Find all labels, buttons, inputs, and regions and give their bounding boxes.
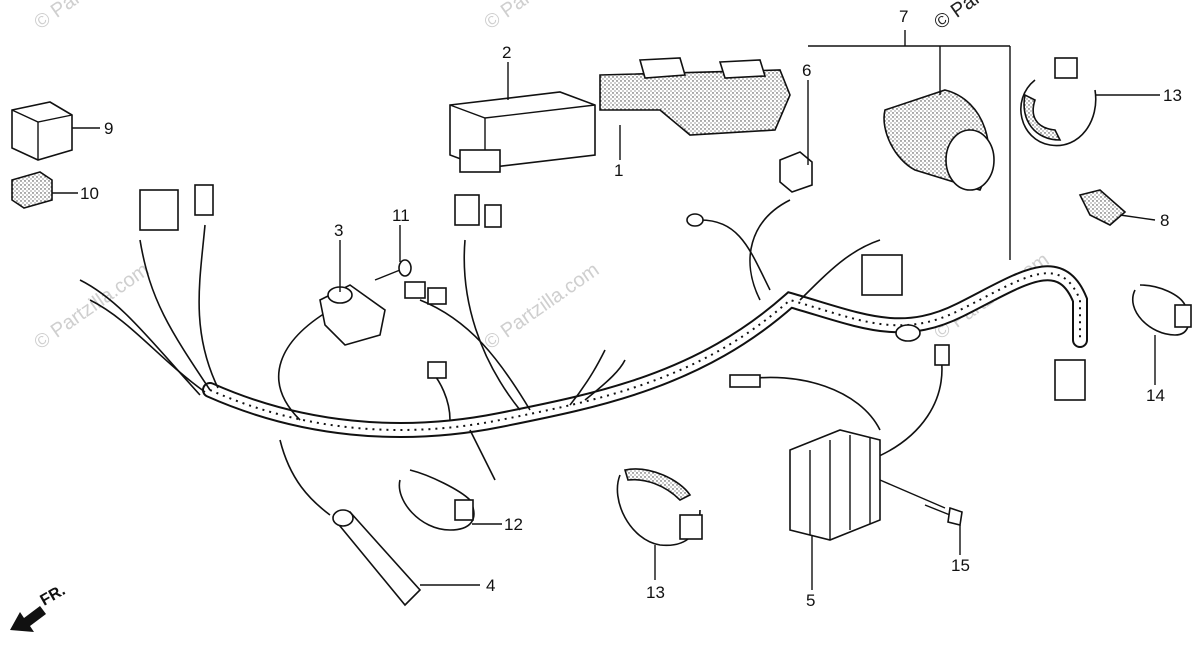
callout-14: 14 — [1146, 386, 1165, 405]
front-direction-label: FR. — [38, 582, 69, 610]
leader-lines — [52, 30, 1160, 590]
callout-7: 7 — [899, 7, 908, 26]
callout-3: 3 — [334, 221, 343, 240]
part-4-plug-cap — [332, 509, 422, 607]
callout-15: 15 — [951, 556, 970, 575]
main-harness — [79, 199, 1088, 516]
callout-5: 5 — [806, 591, 815, 610]
part-5-regulator — [789, 429, 881, 541]
front-arrow-icon — [10, 606, 46, 632]
watermark-text: © Partzilla.com — [30, 0, 153, 34]
watermark-text: © Partzilla.com — [30, 259, 153, 354]
part-13-clamp-upper — [1020, 57, 1097, 147]
callout-1: 1 — [614, 161, 623, 180]
callout-2: 2 — [502, 43, 511, 62]
part-6-relay — [779, 151, 813, 193]
part-11-screw — [374, 259, 412, 281]
callout-13-lower: 13 — [646, 583, 665, 602]
part-7-cover — [883, 89, 995, 191]
callout-13-upper: 13 — [1163, 86, 1182, 105]
callout-8: 8 — [1160, 211, 1169, 230]
callout-12: 12 — [504, 515, 523, 534]
connectors — [139, 184, 1086, 401]
callout-6: 6 — [802, 61, 811, 80]
callout-11: 11 — [392, 206, 410, 225]
part-13-clamp-lower — [616, 468, 703, 547]
callout-9: 9 — [104, 119, 113, 138]
callout-labels: 1 2 3 4 5 6 7 8 9 10 11 12 13 13 14 15 — [80, 7, 1182, 610]
part-2-cdi-unit — [449, 91, 596, 173]
part-9-relay — [11, 101, 73, 161]
part-14-clamp — [1132, 284, 1192, 336]
watermark-text: © Partzilla.com — [480, 259, 603, 354]
callout-4: 4 — [486, 576, 495, 595]
callout-10: 10 — [80, 184, 99, 203]
watermark-text: © Partzilla.com — [930, 0, 1053, 34]
part-12-clamp — [398, 469, 475, 531]
watermark-text: © Partzilla.com — [480, 0, 603, 34]
watermarks: © Partzilla.com © Partzilla.com © Partzi… — [30, 0, 1053, 354]
part-3-ignition-coil — [319, 284, 386, 346]
part-1-cover — [599, 57, 791, 136]
part-10-socket — [11, 171, 53, 209]
front-direction: FR. — [10, 582, 68, 632]
part-8-grommet — [1078, 189, 1127, 226]
